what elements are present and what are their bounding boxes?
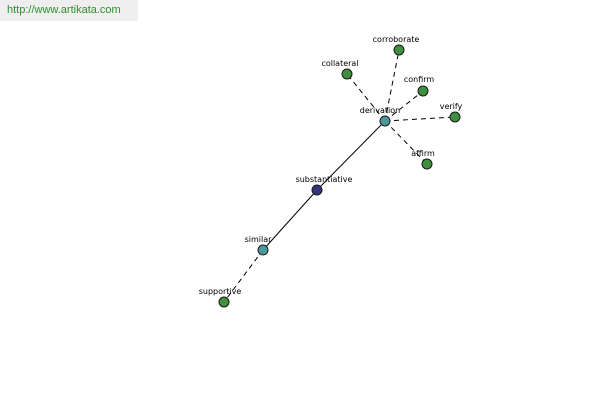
edge-similar-supportive (223, 249, 264, 303)
node-substantiative[interactable] (311, 184, 323, 196)
node-label-substantiative[interactable]: substantiative (296, 175, 353, 184)
edges-layer (223, 49, 456, 303)
node-affirm[interactable] (421, 158, 433, 170)
node-label-confirm[interactable]: confirm (404, 75, 435, 84)
node-label-collateral[interactable]: collateral (321, 59, 358, 68)
node-label-corroborate[interactable]: corroborate (373, 35, 420, 44)
node-collateral[interactable] (341, 68, 353, 80)
edge-derivation-corroborate (384, 49, 400, 122)
node-label-derivation[interactable]: derivation (360, 106, 400, 115)
node-confirm[interactable] (417, 85, 429, 97)
edge-derivation-affirm (384, 120, 428, 165)
edge-derivation-verify (384, 116, 456, 122)
node-supportive[interactable] (218, 296, 230, 308)
node-similar[interactable] (257, 244, 269, 256)
edge-derivation-confirm (384, 90, 424, 122)
nodes-layer (218, 44, 461, 308)
node-corroborate[interactable] (393, 44, 405, 56)
node-label-supportive[interactable]: supportive (199, 287, 242, 296)
node-label-affirm[interactable]: affirm (411, 149, 435, 158)
node-verify[interactable] (449, 111, 461, 123)
node-label-similar[interactable]: similar (245, 235, 273, 244)
labels-layer: corroborate collateral confirm derivation ve… (199, 35, 463, 296)
edge-substantiative-derivation (316, 120, 386, 191)
edge-derivation-collateral (346, 73, 386, 122)
node-label-verify[interactable]: verify (440, 102, 463, 111)
site-url-link[interactable]: http://www.artikata.com (0, 0, 138, 21)
edge-substantiative-similar (262, 189, 318, 251)
node-derivation[interactable] (379, 115, 391, 127)
